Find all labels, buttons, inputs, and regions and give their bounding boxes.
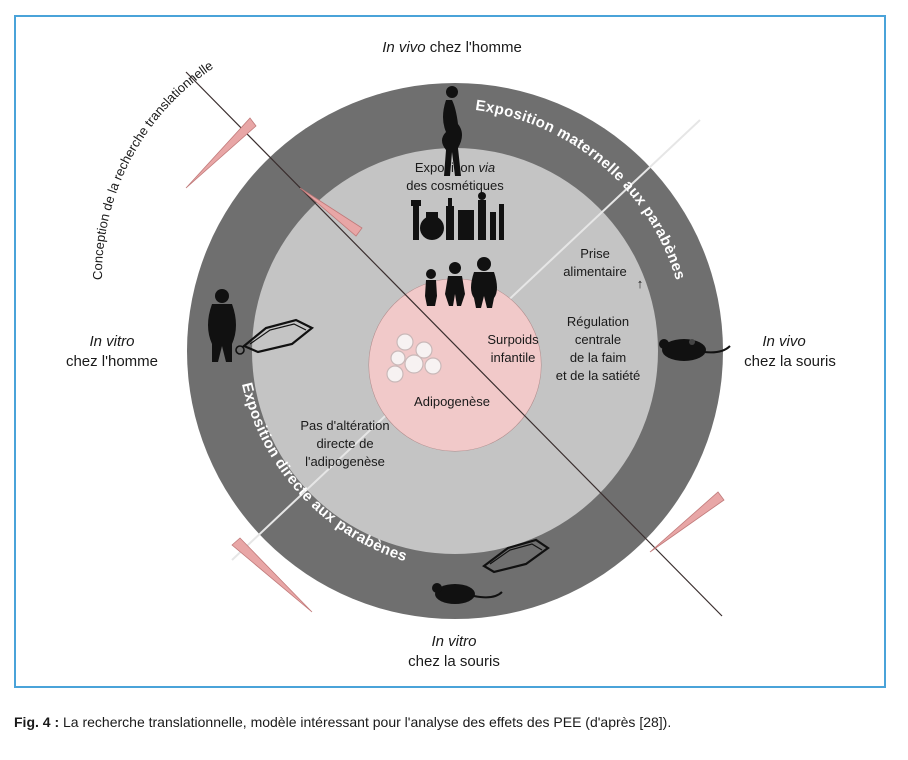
wedge-axis-inner — [299, 187, 363, 237]
wedge-bottom-left — [231, 537, 313, 613]
arc-translational-text: Conception de la recherche translationne… — [90, 58, 216, 280]
prise-line1: Prise — [580, 246, 610, 261]
surpoids-line1: Surpoids — [487, 332, 539, 347]
translational-axis-line — [185, 71, 723, 617]
figure-caption: Fig. 4 : La recherche translationnelle, … — [14, 714, 894, 730]
obese-person-icon — [208, 289, 236, 362]
adipogenese-label: Adipogenèse — [414, 394, 490, 409]
label-top: In vivo chez l'homme — [382, 39, 522, 56]
center-disc-redraw — [369, 279, 541, 451]
prise-line2: alimentaire — [563, 264, 627, 279]
mouse-icon-bottom — [432, 583, 503, 604]
label-bottom-rest: chez la souris — [408, 653, 500, 670]
regulation-line1: Régulation — [567, 314, 629, 329]
mouse-icon — [659, 339, 731, 361]
regulation-line2: centrale — [575, 332, 621, 347]
pas-line2: directe de — [316, 436, 373, 451]
pas-line3: l'adipogenèse — [305, 454, 385, 469]
label-left-rest: chez l'homme — [66, 353, 158, 370]
adipocyte-cells-icon — [386, 333, 442, 383]
children-silhouettes-icon — [425, 257, 497, 308]
cosmetics-line2: des cosmétiques — [406, 178, 504, 193]
wedge-bottom-right — [649, 491, 725, 553]
caption-prefix: Fig. 4 : — [14, 714, 60, 730]
pas-line1: Pas d'altération — [300, 418, 389, 433]
wedge-top-left — [185, 117, 257, 189]
petri-dish-icon — [235, 318, 315, 355]
label-right-italic: In vivo — [762, 333, 805, 350]
surpoids-line2: infantile — [491, 350, 536, 365]
cosmetics-icon — [411, 192, 504, 240]
petri-dish-icon-bottom — [482, 538, 550, 574]
diagram: Exposition maternelle aux parabènes Expo… — [66, 39, 836, 670]
label-left-italic: In vitro — [89, 333, 134, 350]
pregnant-woman-icon — [442, 86, 462, 176]
regulation-line4: et de la satiété — [556, 368, 641, 383]
label-bottom-italic: In vitro — [431, 633, 476, 650]
label-right-rest: chez la souris — [744, 353, 836, 370]
caption-text: La recherche translationnelle, modèle in… — [59, 714, 672, 730]
prise-arrow: ↑ — [637, 276, 644, 291]
regulation-line3: de la faim — [570, 350, 626, 365]
